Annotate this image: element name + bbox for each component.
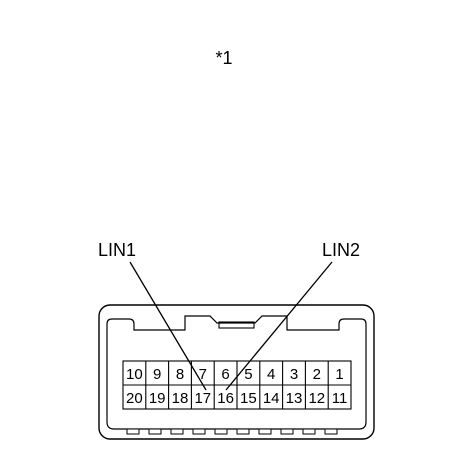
connector-housing <box>98 304 375 440</box>
pin-1: 1 <box>335 366 343 383</box>
pin-8: 8 <box>176 366 184 383</box>
pin-9: 9 <box>153 366 161 383</box>
housing-inner-profile <box>106 315 367 352</box>
pin-2: 2 <box>313 366 321 383</box>
pin-18: 18 <box>172 390 189 407</box>
pin-6: 6 <box>221 366 229 383</box>
pin-7: 7 <box>199 366 207 383</box>
housing-outer <box>98 304 375 440</box>
marker-label: *1 <box>215 48 232 68</box>
pin-10: 10 <box>126 366 143 383</box>
pin-20: 20 <box>126 390 143 407</box>
pin-13: 13 <box>286 390 303 407</box>
pin-19: 19 <box>149 390 166 407</box>
lin1-label: LIN1 <box>98 240 136 260</box>
pin-4: 4 <box>267 366 275 383</box>
pin-3: 3 <box>290 366 298 383</box>
pin-16: 16 <box>217 390 234 407</box>
pin-row-bottom: 20 19 18 17 16 15 14 13 12 11 <box>126 390 347 407</box>
pin-5: 5 <box>244 366 252 383</box>
pin-17: 17 <box>194 390 211 407</box>
connector-latch <box>218 321 255 329</box>
pin-row-top: 10 9 8 7 6 5 4 3 2 1 <box>126 366 344 383</box>
pin-15: 15 <box>240 390 257 407</box>
lin2-label: LIN2 <box>322 240 360 260</box>
terminal-notches <box>126 428 338 435</box>
pin-14: 14 <box>263 390 280 407</box>
pin-12: 12 <box>308 390 325 407</box>
pin-grid <box>122 360 352 410</box>
lin2-leader-line <box>225 261 333 391</box>
pin-11: 11 <box>332 390 348 407</box>
lin1-leader-line <box>129 261 207 391</box>
